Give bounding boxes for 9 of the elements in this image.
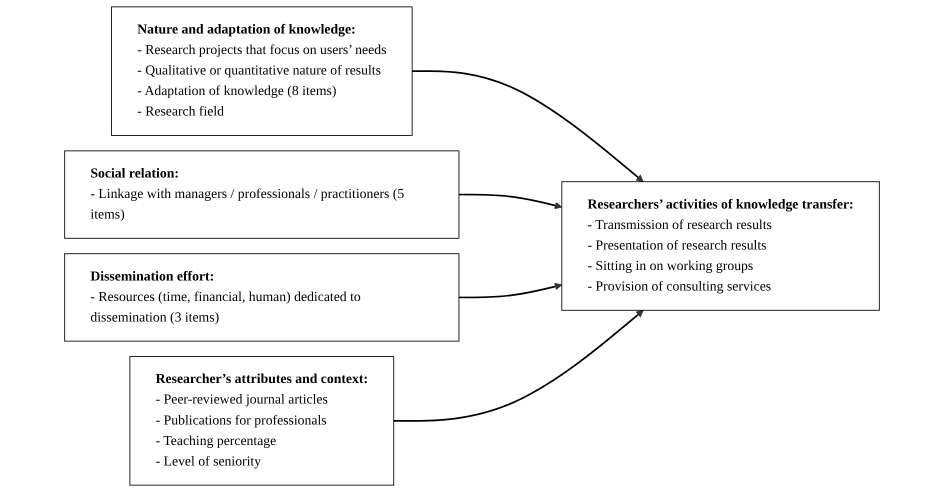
- node-box: Researchers’ activities of knowledge transfer: - Transmission of research results - Presentation of research results - Sitting in on working groups - Provision of consulting services: [561, 181, 880, 311]
- arrow: [394, 310, 644, 422]
- node-box: Nature and adaptation of knowledge: - Research projects that focus on users’ needs - Qualitative or quantitative nature of results - Adaptation of knowledge (8 items) - Research field: [111, 6, 413, 136]
- arrow: [458, 194, 562, 210]
- node-box: Researcher’s attributes and context: - Peer-reviewed journal articles - Publications for professionals - Teaching percentage - Level of seniority: [129, 356, 394, 486]
- node-box: Dissemination effort: - Resources (time, financial, human) dedicated to dissemination (3 items): [64, 253, 460, 342]
- arrow: [458, 282, 562, 298]
- arrow: [412, 70, 644, 182]
- node-box: Social relation: - Linkage with managers / professionals / practitioners (5 items): [64, 150, 460, 239]
